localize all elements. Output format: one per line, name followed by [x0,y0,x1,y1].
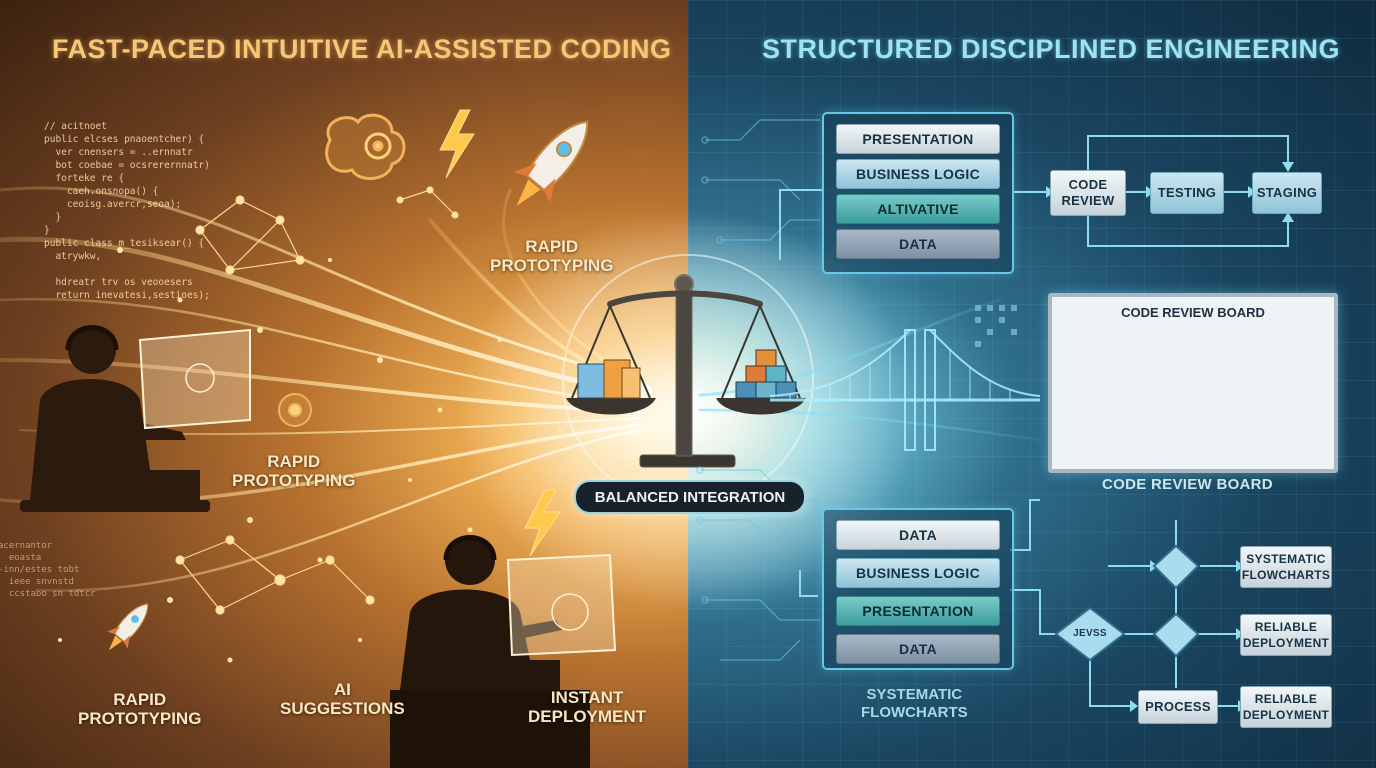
layer-data-bottom-top: DATA [836,520,1000,550]
code-line: ceoisg.avercr,seoa); [44,199,182,210]
energy-streams [0,186,652,592]
code-line: ieee snvnstd [0,577,74,587]
developer-silhouette-lower [390,535,590,768]
pipeline-connectors [779,135,1289,260]
code-snippet-lower: acernantor eoasta -inn/estes tobt ieee s… [0,540,96,600]
neural-network-upper [195,186,459,275]
pixel-dots [975,305,1017,347]
board-title: CODE REVIEW BOARD [1121,305,1265,320]
decision-diamond-mid [1152,612,1200,658]
code-line: -inn/estes tobt [0,565,80,575]
code-snippet: // acitnoet public elcses pnaoentcher) {… [44,120,210,302]
code-line: // acitnoet [44,121,107,132]
decision-diamond-top [1152,544,1200,590]
pipeline-testing: TESTING [1150,172,1224,214]
holo-screen-upper [138,328,251,430]
layer-altivative: ALTIVATIVE [836,194,1000,224]
layer-business-logic: BUSINESS LOGIC [836,159,1000,189]
bridge-icon [769,329,1041,451]
layer-presentation-bottom: PRESENTATION [836,596,1000,626]
layer-data-bottom: DATA [836,634,1000,664]
code-line: caeh.onsnopa() { [44,186,159,197]
code-line: bot coebae = ocsrerernnatr) [44,160,210,171]
flow-process: PROCESS [1138,690,1218,724]
brain-gear-icon [325,113,406,180]
board-caption: CODE REVIEW BOARD [1102,476,1273,493]
balanced-integration-badge: BALANCED INTEGRATION [574,480,806,514]
code-line: hdreatr trv os veooesers [44,277,193,288]
decision-diamond-left [1054,606,1126,662]
lightning-icon-lower [524,489,561,557]
flowchart-connectors [799,499,1238,707]
code-line: ccstabo sn tdtcr [0,589,96,599]
code-line: } [44,225,50,236]
code-line: eoasta [0,553,42,563]
headset-icon-lower [443,535,497,561]
balance-scale-icon [566,274,806,468]
neural-network-lower [175,535,375,615]
holo-screen-lower [506,553,617,657]
code-review-board: CODE REVIEW BOARD [1048,293,1338,473]
decision-label: JEVSS [1073,628,1107,639]
right-headline: STRUCTURED DISCIPLINED ENGINEERING [762,34,1341,64]
layer-presentation: PRESENTATION [836,124,1000,154]
layer-business-logic-bottom: BUSINESS LOGIC [836,558,1000,588]
pipeline-staging: STAGING [1252,172,1322,214]
code-line: } [44,212,62,223]
left-headline: FAST-PACED INTUITIVE AI-ASSISTED CODING [52,34,672,64]
flowchart-decisions [1054,544,1200,662]
brain-gear-icon-small [278,393,312,427]
code-line: ver cnensers = ..ernnatr [44,147,193,158]
rocket-icon [513,120,589,206]
code-line: public class m_tesiksear() { [44,238,205,249]
code-line: forteke re { [44,173,125,184]
headset-icon [65,325,119,351]
code-line: atrywkw, [44,251,102,262]
layer-data: DATA [836,229,1000,259]
rocket-icon-small [107,603,149,651]
code-line: public elcses pnaoentcher) { [44,134,205,145]
lightning-icon [439,109,475,179]
code-line: return inevatesi,sestioes); [44,290,210,301]
code-line: acernantor [0,541,53,551]
